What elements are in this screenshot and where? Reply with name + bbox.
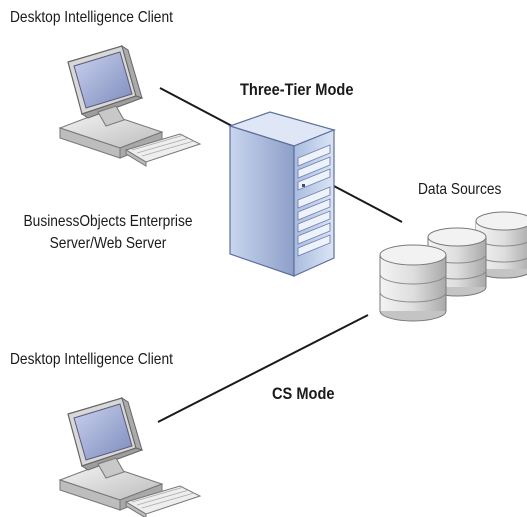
connector-client-to-server <box>159 87 233 127</box>
client-bottom-label: Desktop Intelligence Client <box>10 351 173 368</box>
desktop-computer-icon <box>58 44 202 167</box>
connector-cs-client-to-datasources <box>157 314 369 423</box>
three-tier-mode-label: Three-Tier Mode <box>240 80 354 99</box>
cs-mode-label: CS Mode <box>272 384 335 403</box>
server-label: BusinessObjects Enterprise Server/Web Se… <box>8 211 208 255</box>
server-label-line1: BusinessObjects Enterprise <box>23 213 193 230</box>
connector-server-to-datasources <box>331 184 403 223</box>
server-label-line2: Server/Web Server <box>49 235 167 252</box>
desktop-computer-icon <box>58 396 202 517</box>
server-tower-icon <box>228 111 336 277</box>
database-icon <box>379 244 447 322</box>
data-sources-label: Data Sources <box>418 181 502 198</box>
client-top-label: Desktop Intelligence Client <box>10 9 173 26</box>
